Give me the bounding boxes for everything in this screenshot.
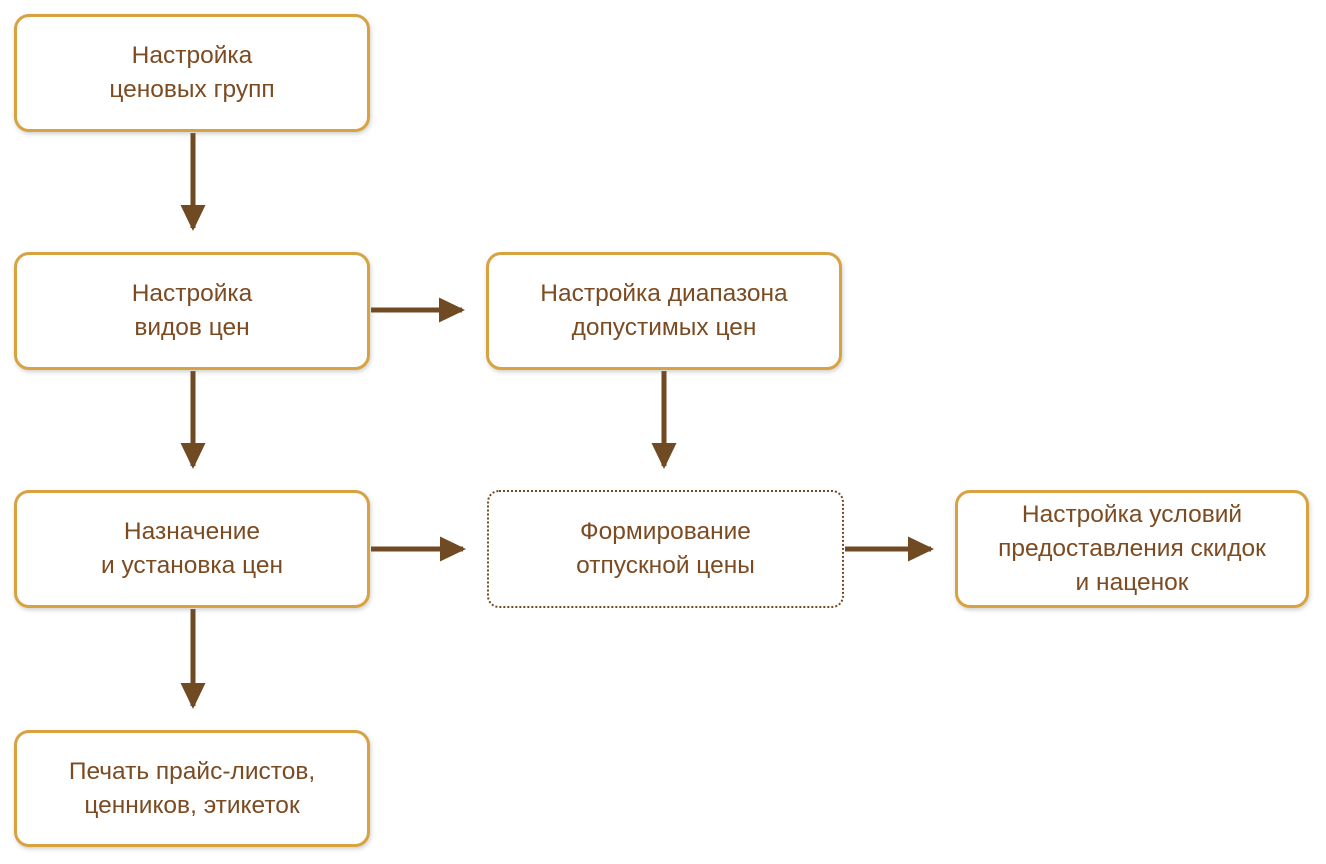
node-price-groups-label: Настройка ценовых групп	[109, 42, 275, 103]
node-price-types: Настройка видов цен	[14, 252, 370, 370]
node-selling-price-label: Формирование отпускной цены	[576, 518, 755, 579]
node-print-pricelists: Печать прайс-листов, ценников, этикеток	[14, 730, 370, 847]
node-print-pricelists-label: Печать прайс-листов, ценников, этикеток	[68, 757, 316, 819]
node-discount-terms: Настройка условий предоставления скидок …	[955, 490, 1309, 608]
node-assign-prices: Назначение и установка цен	[14, 490, 370, 608]
node-discount-terms-label: Настройка условий предоставления скидок …	[998, 501, 1266, 596]
node-allowed-range-label: Настройка диапазона допустимых цен	[540, 280, 788, 341]
node-price-types-label: Настройка видов цен	[131, 280, 253, 341]
node-price-groups: Настройка ценовых групп	[14, 14, 370, 132]
node-selling-price: Формирование отпускной цены	[487, 490, 844, 608]
node-assign-prices-label: Назначение и установка цен	[100, 518, 284, 579]
node-allowed-range: Настройка диапазона допустимых цен	[486, 252, 842, 370]
